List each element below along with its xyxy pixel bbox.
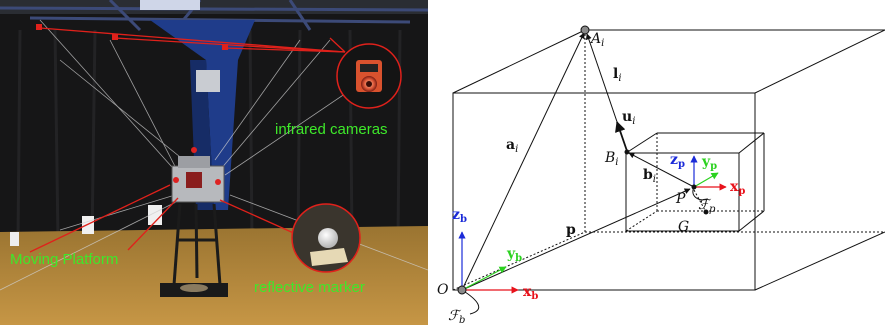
platform-stand	[172, 203, 222, 286]
label-zp: zp	[670, 152, 685, 170]
base-axes	[458, 231, 519, 294]
label-P: P	[675, 191, 686, 207]
label-G: G	[678, 219, 689, 235]
label-xb: xb	[523, 284, 538, 302]
point-O	[457, 285, 467, 295]
robot-photo: infrared cameras Moving Platform reflect…	[0, 0, 428, 325]
label-Fp: ℱp	[698, 197, 716, 215]
point-G	[703, 209, 709, 215]
frame-box	[452, 29, 885, 291]
platform-axes	[690, 155, 727, 191]
label-yb: yb	[506, 246, 522, 264]
vector-p	[461, 188, 691, 291]
label-p: p	[566, 222, 576, 238]
vector-b	[628, 152, 695, 188]
label-yp: yp	[701, 154, 717, 172]
yp-axis	[693, 172, 719, 188]
label-Fb: ℱb	[448, 308, 465, 325]
label-O: O	[437, 282, 449, 298]
point-P	[691, 184, 697, 190]
marker-zoom	[291, 203, 361, 273]
reflective-marker-caption: reflective marker	[254, 279, 365, 296]
point-B	[624, 149, 630, 155]
label-A: Ai	[589, 31, 604, 49]
label-b: bi	[643, 167, 656, 185]
yb-axis	[461, 266, 507, 291]
label-a: ai	[506, 137, 518, 155]
kinematic-diagram: Ai li ui ai Bi bi p P G O ℱb ℱp xb yb zb…	[437, 25, 885, 325]
label-u: ui	[622, 109, 635, 127]
label-xp: xp	[730, 179, 745, 197]
platform-cube	[625, 132, 765, 232]
ceiling-light	[140, 0, 200, 10]
camera-pointers	[29, 27, 346, 253]
infrared-cameras-caption: infrared cameras	[275, 121, 388, 138]
vector-u	[615, 120, 628, 152]
moving-platform	[171, 147, 225, 203]
moving-platform-caption: Moving Platform	[10, 251, 118, 268]
label-B: Bi	[604, 150, 619, 168]
vector-a	[461, 32, 585, 291]
blue-column	[150, 20, 255, 210]
camera-zoom	[336, 43, 402, 109]
camera-markers	[36, 24, 228, 50]
fb-hook	[461, 289, 480, 315]
top-box	[196, 70, 220, 92]
point-A	[580, 25, 590, 35]
label-zb: zb	[452, 207, 467, 225]
label-l: li	[613, 66, 622, 84]
